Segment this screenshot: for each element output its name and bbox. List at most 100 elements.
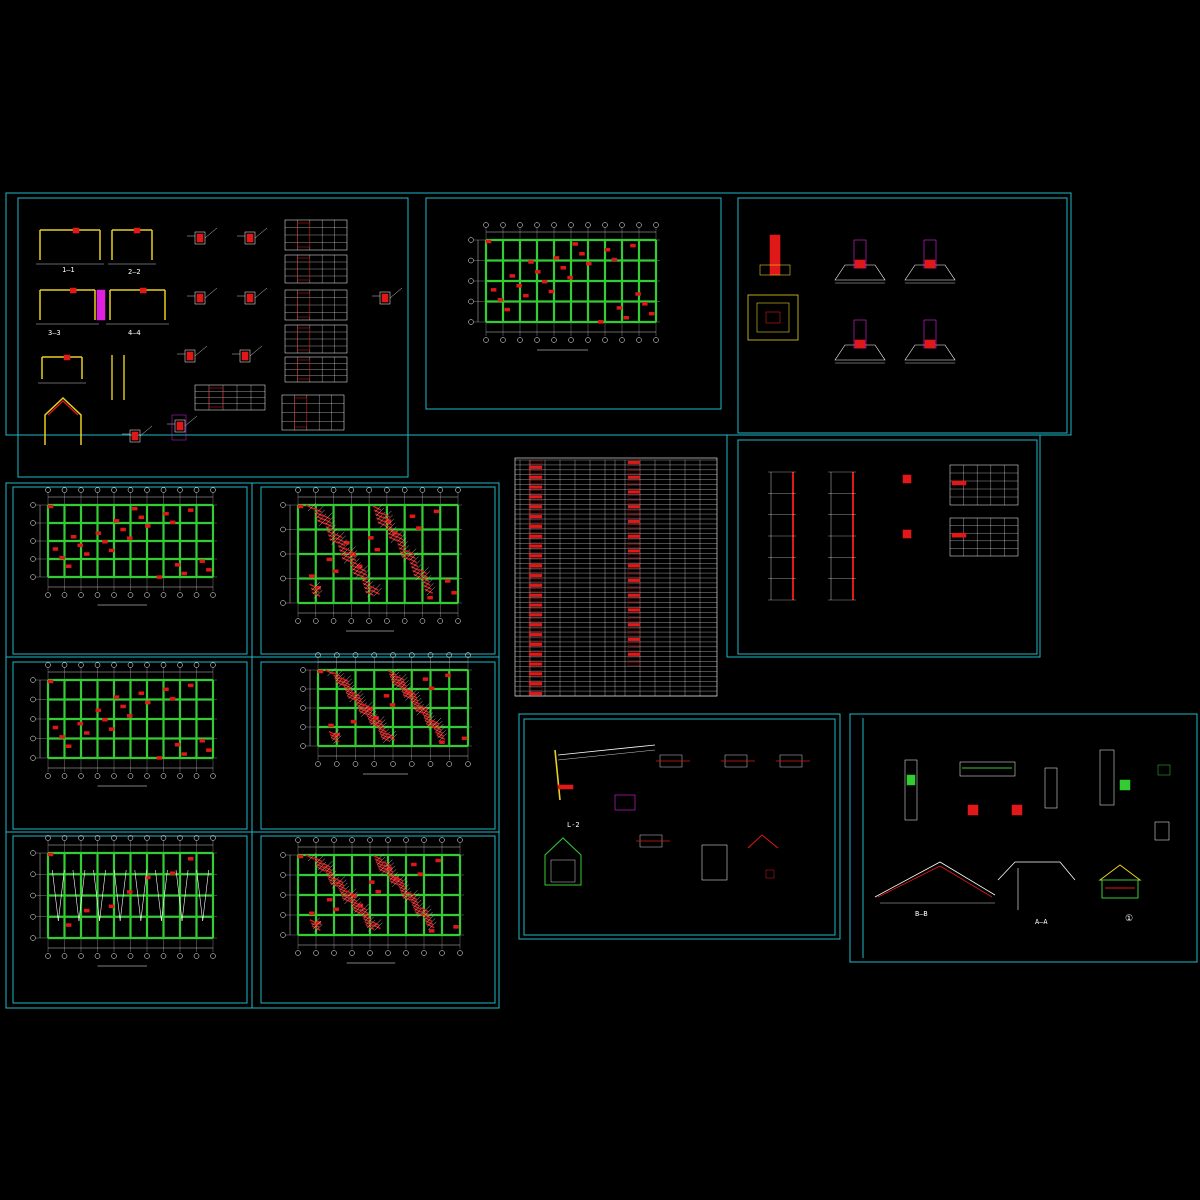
cad-rect — [627, 652, 641, 656]
axis-bubble — [300, 667, 306, 673]
cad-line — [413, 899, 422, 909]
sheet-foundation-plan[interactable] — [425, 197, 722, 410]
axis-bubble — [295, 487, 301, 493]
axis-bubble — [280, 872, 286, 878]
cad-line — [333, 735, 342, 744]
sheet-footing-details[interactable] — [737, 197, 1068, 434]
sheet-roof-details[interactable] — [523, 718, 836, 936]
cad-line — [375, 853, 384, 862]
axis-bubble — [446, 652, 452, 658]
axis-bubble — [419, 618, 426, 624]
cad-line — [384, 524, 394, 530]
cad-rect — [174, 742, 181, 747]
cad-line — [347, 687, 356, 697]
cad-line — [312, 925, 321, 931]
cad-rect — [627, 628, 641, 632]
cad-rect — [528, 608, 543, 612]
cad-line — [430, 719, 440, 725]
cad-line — [326, 867, 336, 876]
sheet-plan-1[interactable] — [12, 486, 248, 655]
cad-line — [411, 560, 421, 569]
cad-rect — [65, 564, 72, 569]
axis-bubble — [366, 487, 372, 493]
cad-rect — [627, 465, 641, 469]
cad-line — [384, 859, 393, 868]
cad-rect — [485, 239, 492, 244]
cad-rect — [528, 672, 543, 676]
section-detail-drawings — [874, 749, 1171, 910]
cad-line — [404, 894, 413, 903]
sheet-schedule-table[interactable] — [514, 457, 718, 697]
sheet-column-elevations[interactable] — [737, 439, 1038, 655]
axis-bubble — [585, 337, 591, 343]
cad-line — [391, 671, 400, 681]
cad-line — [358, 570, 368, 577]
cad-line — [366, 707, 376, 717]
cad-rect — [627, 475, 641, 479]
cad-rect — [1119, 779, 1131, 791]
cad-rect — [188, 857, 194, 861]
cad-rect — [854, 259, 866, 269]
axis-bubble — [352, 652, 359, 658]
cad-line — [360, 708, 370, 717]
cad-line — [395, 675, 405, 681]
axis-bubble — [437, 487, 443, 493]
axis-bubble — [193, 662, 200, 668]
sheet-plan-5[interactable] — [12, 835, 248, 1004]
cad-line — [402, 693, 412, 700]
cad-line — [361, 569, 370, 578]
cad-line — [415, 703, 424, 713]
sheet-plan-2[interactable] — [260, 486, 496, 655]
cad-rect — [528, 495, 543, 499]
cad-rect — [630, 243, 636, 248]
cad-line — [423, 717, 433, 723]
cad-rect — [145, 524, 151, 528]
cad-rect — [199, 559, 206, 563]
cad-rect — [145, 700, 151, 705]
cad-rect — [759, 264, 791, 276]
sheet-detail-sections[interactable] — [17, 197, 409, 478]
cad-rect — [294, 397, 308, 428]
cad-rect — [627, 519, 641, 524]
axis-bubble — [30, 892, 36, 899]
cad-rect — [924, 339, 936, 349]
cad-line — [204, 227, 218, 239]
cad-rect — [163, 687, 169, 692]
axis-bubble — [30, 871, 36, 877]
cad-rect — [297, 292, 311, 318]
cad-line — [328, 878, 337, 884]
cad-line — [58, 869, 65, 922]
cad-line — [358, 710, 368, 716]
sheet-plan-3[interactable] — [12, 661, 248, 830]
cad-line — [373, 509, 383, 515]
cad-line — [365, 916, 374, 926]
cad-rect — [528, 460, 543, 465]
cad-line — [400, 680, 409, 689]
cad-line — [350, 902, 360, 909]
cad-rect — [627, 544, 641, 548]
cad-line — [426, 918, 436, 927]
cad-line — [175, 869, 183, 922]
cad-line — [311, 917, 321, 926]
cad-line — [418, 568, 427, 575]
cad-line — [363, 910, 372, 919]
cad-rect — [47, 504, 54, 509]
cad-line — [414, 902, 423, 912]
cad-rect — [528, 647, 543, 651]
cad-line — [364, 709, 374, 715]
sheet-section-details[interactable] — [849, 713, 1198, 963]
footing-section — [904, 264, 956, 281]
cad-line — [339, 882, 348, 892]
cad-rect — [627, 647, 641, 651]
cad-line — [423, 709, 432, 718]
cad-line — [352, 562, 361, 571]
axis-bubble — [160, 662, 167, 668]
sheet-plan-6[interactable] — [260, 835, 496, 1004]
cad-rect — [769, 234, 781, 276]
cad-rect — [597, 320, 604, 324]
cad-rect — [528, 573, 543, 578]
cad-line — [348, 559, 358, 566]
cad-rect — [1157, 764, 1171, 776]
axis-bubble — [409, 761, 415, 767]
